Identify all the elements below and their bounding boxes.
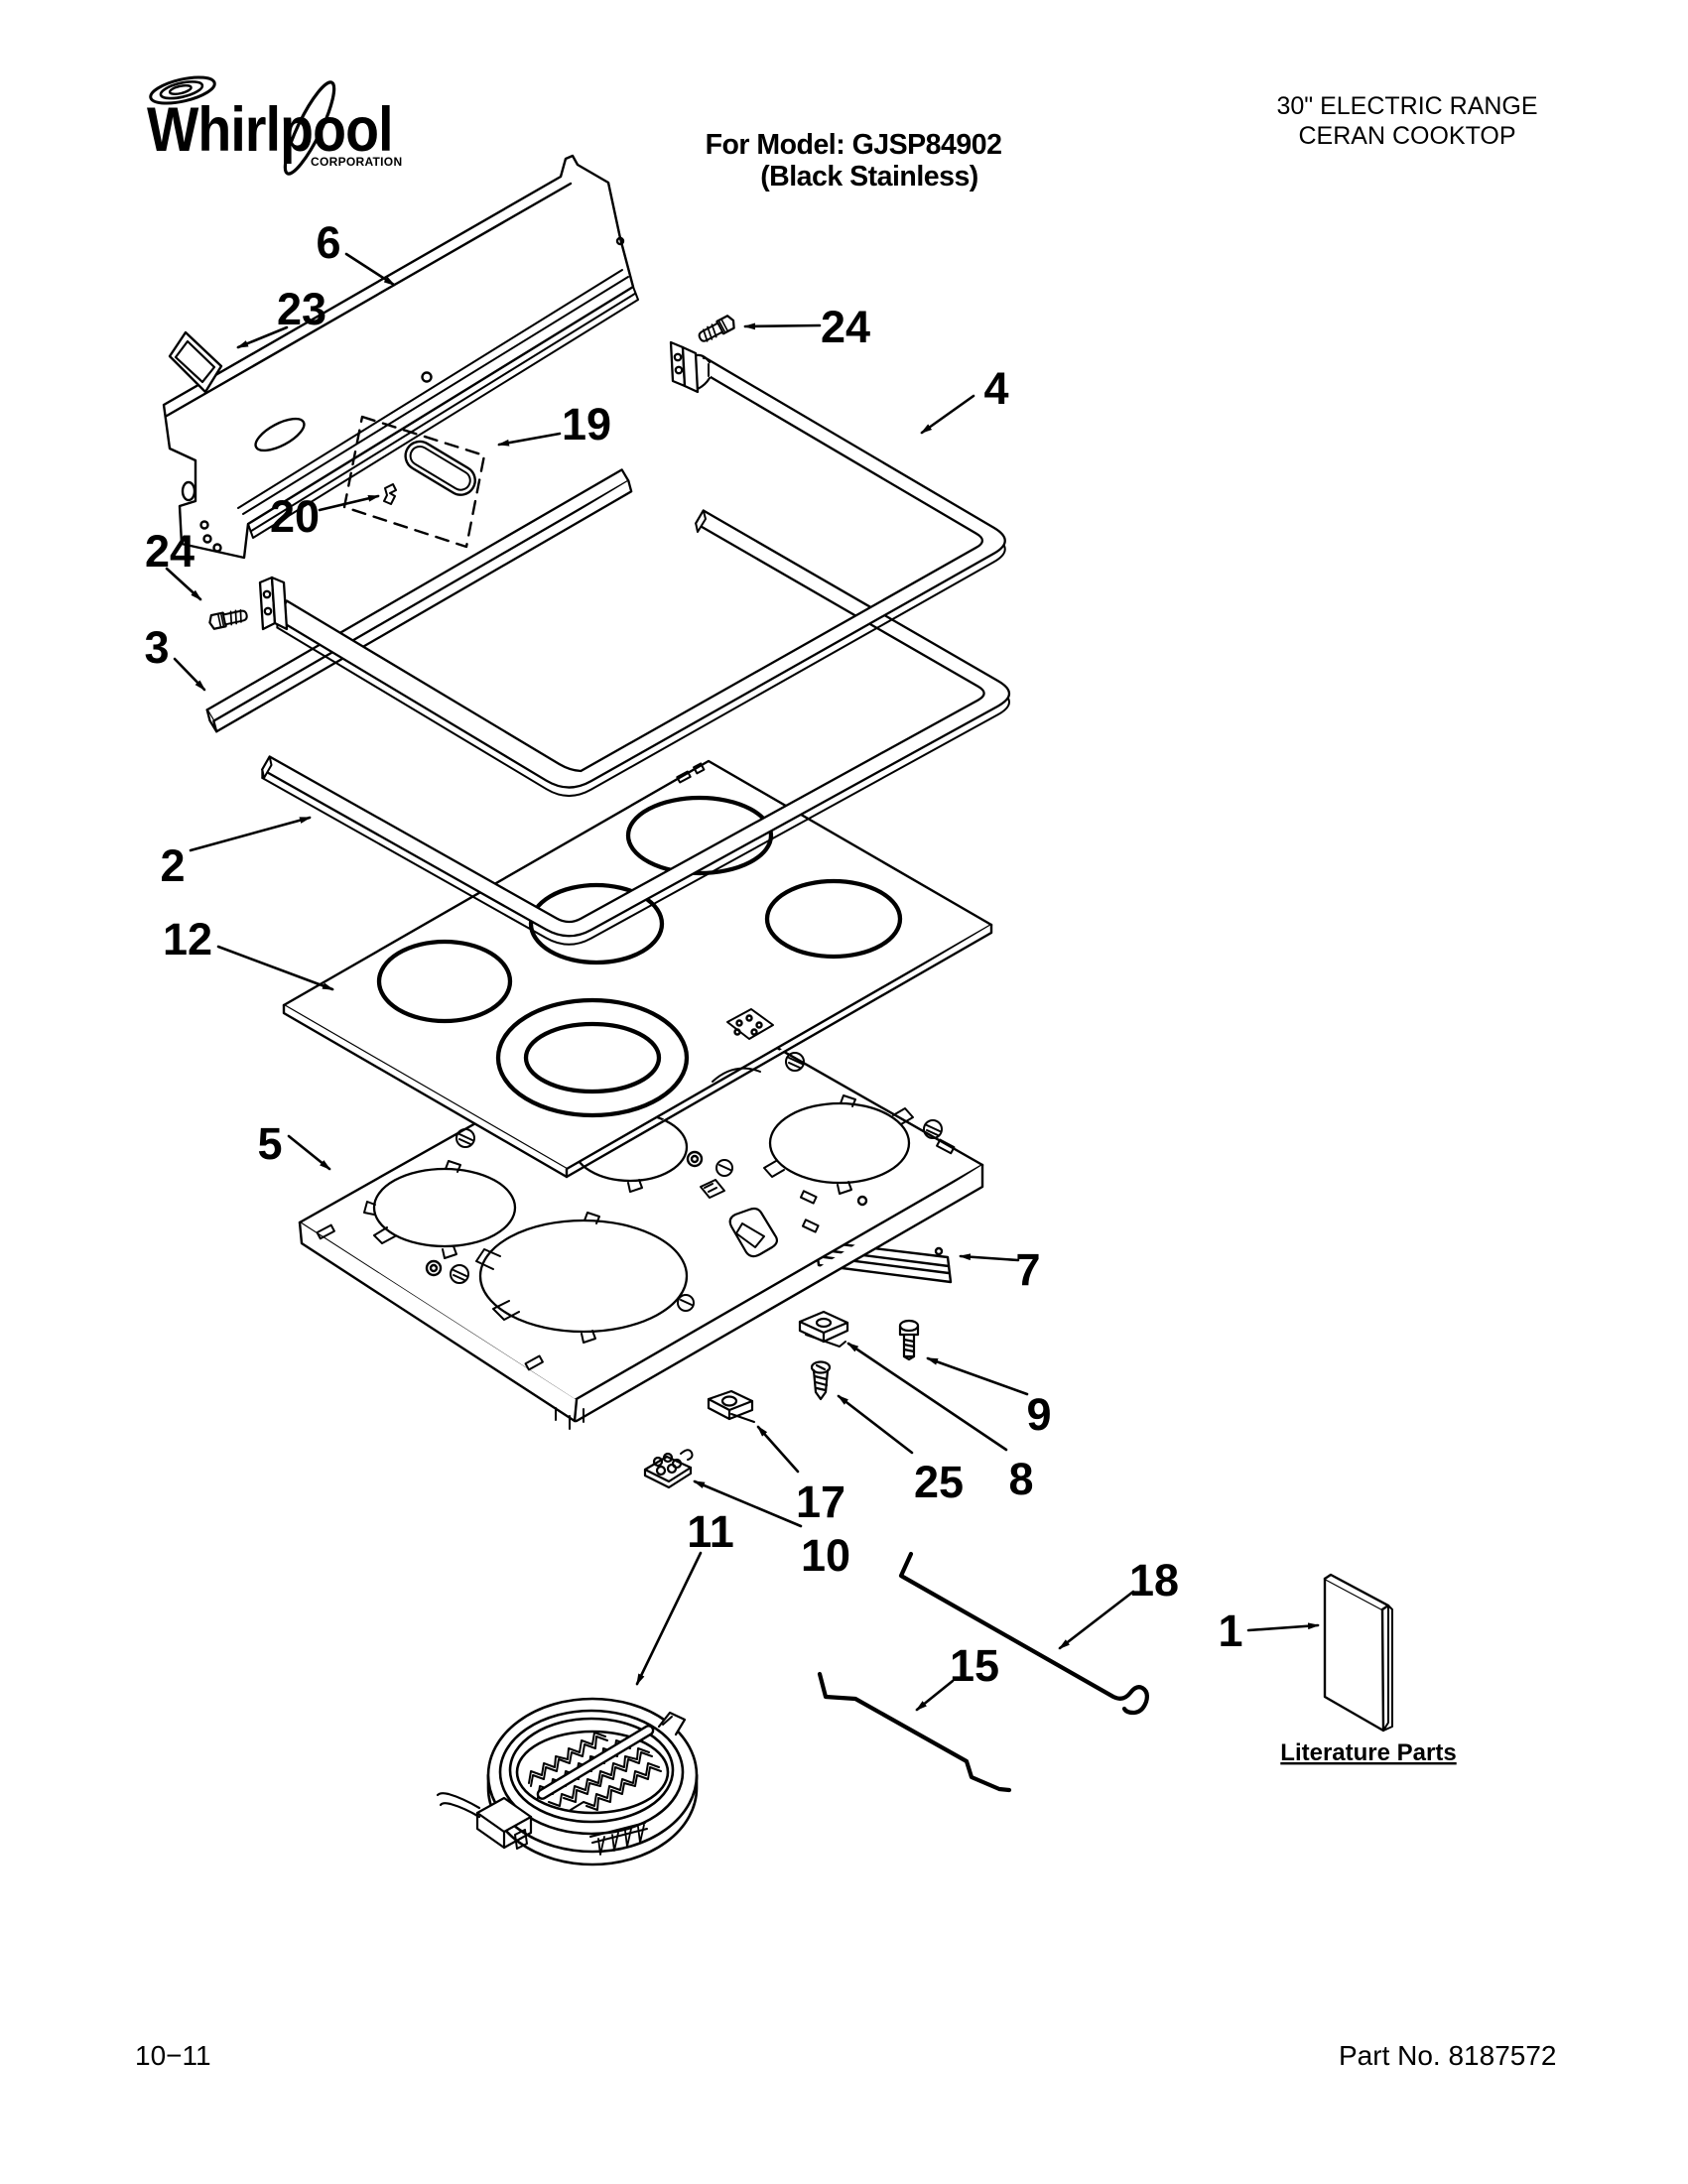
svg-text:3: 3 [144, 622, 169, 673]
svg-text:30" ELECTRIC RANGE: 30" ELECTRIC RANGE [1276, 92, 1537, 120]
svg-text:24: 24 [821, 302, 870, 352]
svg-text:25: 25 [914, 1457, 964, 1507]
svg-text:4: 4 [983, 363, 1008, 414]
svg-text:8: 8 [1008, 1454, 1033, 1504]
svg-text:15: 15 [950, 1640, 999, 1691]
svg-text:CORPORATION: CORPORATION [311, 155, 402, 169]
svg-text:Literature Parts: Literature Parts [1280, 1739, 1456, 1766]
svg-text:9: 9 [1026, 1389, 1051, 1440]
svg-text:24: 24 [145, 526, 195, 577]
svg-text:10: 10 [801, 1530, 850, 1581]
svg-text:2: 2 [160, 840, 185, 891]
svg-text:For Model: GJSP84902: For Model: GJSP84902 [706, 129, 1002, 161]
svg-text:20: 20 [270, 491, 320, 542]
svg-text:CERAN COOKTOP: CERAN COOKTOP [1298, 122, 1515, 150]
svg-text:7: 7 [1015, 1244, 1040, 1295]
svg-text:5: 5 [257, 1118, 282, 1169]
svg-text:(Black Stainless): (Black Stainless) [760, 161, 978, 193]
svg-text:23: 23 [277, 284, 326, 334]
svg-text:18: 18 [1129, 1555, 1179, 1606]
svg-text:10−11: 10−11 [135, 2040, 211, 2071]
svg-text:11: 11 [687, 1506, 734, 1557]
svg-text:1: 1 [1218, 1606, 1242, 1656]
svg-text:Whirlpool: Whirlpool [147, 94, 393, 165]
svg-text:6: 6 [316, 217, 340, 268]
svg-text:12: 12 [163, 914, 212, 964]
svg-text:17: 17 [796, 1477, 845, 1527]
svg-text:19: 19 [562, 399, 611, 450]
svg-text:Part No. 8187572: Part No. 8187572 [1339, 2040, 1557, 2071]
